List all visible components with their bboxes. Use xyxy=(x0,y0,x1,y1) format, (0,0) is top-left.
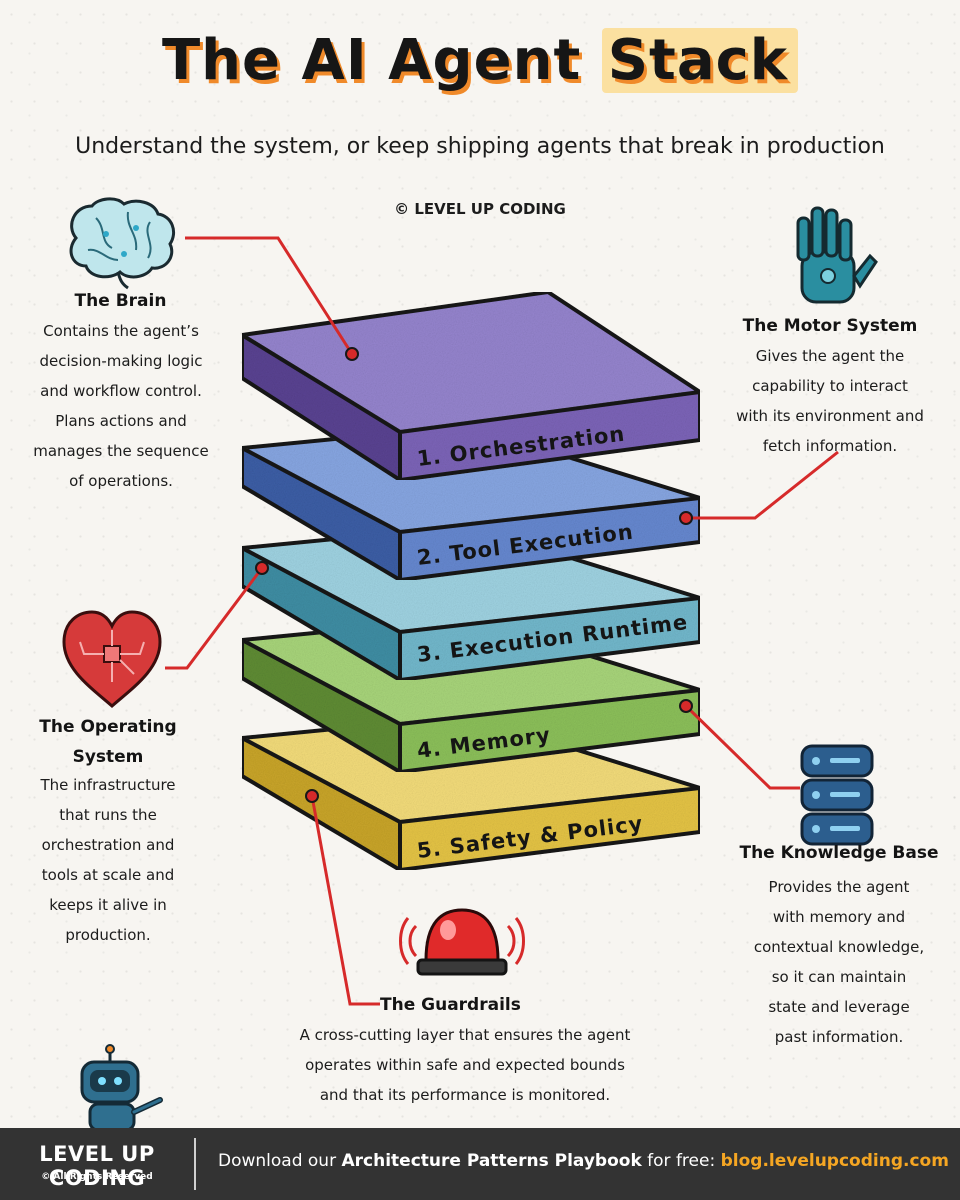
page-title: The AI Agent Stack xyxy=(0,28,960,108)
connector-dots xyxy=(255,347,693,803)
siren-icon xyxy=(399,908,525,976)
knowledge-desc-line: contextual knowledge, xyxy=(753,938,925,956)
footer-cta-prefix: Download our xyxy=(218,1151,342,1171)
knowledge-callout-desc: Provides the agent with memory and conte… xyxy=(724,872,954,1052)
guardrails-callout-desc: A cross-cutting layer that ensures the a… xyxy=(240,1020,690,1110)
guardrails-dot xyxy=(305,789,319,803)
motor-desc-line: Gives the agent the xyxy=(755,347,905,365)
connectors xyxy=(165,236,839,1006)
brain-desc-line: Contains the agent’s xyxy=(43,322,199,340)
os-desc-line: orchestration and xyxy=(41,836,175,854)
footer-divider xyxy=(194,1138,196,1190)
stack-diagram: 5. Safety & Policy 4. Memory 3. Executio… xyxy=(62,197,878,1130)
layer-1-slab: 1. Orchestration xyxy=(240,290,702,482)
layer-5-slab: 5. Safety & Policy xyxy=(240,714,702,872)
knowledge-desc-line: state and leverage xyxy=(768,998,910,1016)
brain-callout-title: The Brain xyxy=(74,291,167,311)
robot-mascot-icon xyxy=(80,1044,163,1130)
brain-desc-line: manages the sequence xyxy=(33,442,209,460)
copyright-notice: © LEVEL UP CODING xyxy=(394,200,566,218)
brain-callout-desc: Contains the agent’s decision-making log… xyxy=(10,316,232,496)
motor-dot xyxy=(679,511,693,525)
knowledge-connector xyxy=(684,704,800,790)
os-dot xyxy=(255,561,269,575)
knowledge-dot xyxy=(679,699,693,713)
footer-brand: LEVEL UP CODING xyxy=(39,1142,155,1190)
brain-desc-line: of operations. xyxy=(69,472,173,490)
os-title-line: The Operating xyxy=(39,717,177,737)
motor-connector xyxy=(686,450,839,520)
layer-1-front xyxy=(398,390,702,482)
brain-dot xyxy=(345,347,359,361)
layer-4-front xyxy=(398,688,702,774)
brain-desc-line: decision-making logic xyxy=(39,352,203,370)
circuit-heart-icon xyxy=(62,610,162,709)
guardrails-desc-line: and that its performance is monitored. xyxy=(319,1086,611,1104)
layer-5-front xyxy=(398,786,702,872)
os-title-line: System xyxy=(72,747,144,767)
motor-desc-line: with its environment and xyxy=(736,407,924,425)
guardrails-connector xyxy=(310,795,380,1006)
knowledge-desc-line: Provides the agent xyxy=(768,878,910,896)
layer-3-front xyxy=(398,596,702,682)
os-connector xyxy=(165,567,264,670)
page-subtitle: Understand the system, or keep shipping … xyxy=(75,134,885,159)
brain-connector xyxy=(185,236,354,355)
title-highlight: Stack xyxy=(601,28,799,93)
footer-rights: © All Rights Reserved xyxy=(41,1172,153,1182)
os-callout-desc: The infrastructure that runs the orchest… xyxy=(8,770,208,950)
motor-desc-line: fetch information. xyxy=(762,437,898,455)
footer-bar: LEVEL UP CODING © All Rights Reserved Do… xyxy=(0,1128,960,1200)
title-main: The AI Agent xyxy=(161,28,602,93)
os-desc-line: keeps it alive in xyxy=(49,896,167,914)
knowledge-desc-line: so it can maintain xyxy=(771,968,907,986)
brain-desc-line: and workflow control. xyxy=(40,382,202,400)
guardrails-desc-line: A cross-cutting layer that ensures the a… xyxy=(299,1026,631,1044)
brain-icon xyxy=(69,197,175,290)
guardrails-desc-line: operates within safe and expected bounds xyxy=(305,1056,625,1074)
os-callout-title: The Operating System xyxy=(8,712,208,772)
brain-desc-line: Plans actions and xyxy=(55,412,187,430)
knowledge-callout-title: The Knowledge Base xyxy=(739,843,939,863)
knowledge-desc-line: past information. xyxy=(774,1028,904,1046)
motor-callout-desc: Gives the agent the capability to intera… xyxy=(708,341,952,461)
os-desc-line: The infrastructure xyxy=(40,776,176,794)
layer-2-front xyxy=(398,496,702,582)
knowledge-desc-line: with memory and xyxy=(772,908,906,926)
footer-cta: Download our Architecture Patterns Playb… xyxy=(218,1151,949,1171)
motor-callout-title: The Motor System xyxy=(742,316,918,336)
robot-hand-icon xyxy=(796,206,878,304)
guardrails-callout-title: The Guardrails xyxy=(380,995,521,1015)
footer-cta-bold: Architecture Patterns Playbook xyxy=(341,1151,642,1171)
os-desc-line: tools at scale and xyxy=(41,866,175,884)
footer-cta-middle: for free: xyxy=(641,1151,721,1171)
os-desc-line: production. xyxy=(65,926,151,944)
footer-link[interactable]: blog.levelupcoding.com xyxy=(720,1151,949,1171)
motor-desc-line: capability to interact xyxy=(752,377,908,395)
os-desc-line: that runs the xyxy=(59,806,157,824)
database-icon xyxy=(800,744,874,846)
